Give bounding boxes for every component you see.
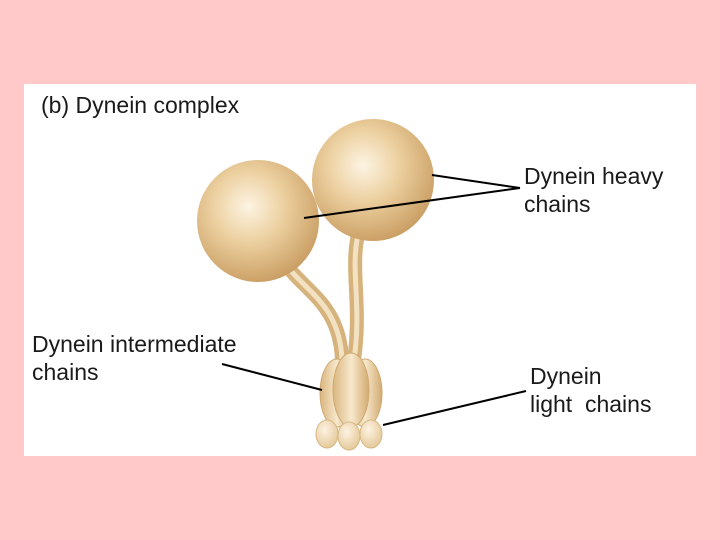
- light-chains: [315, 419, 383, 451]
- heavy-chain-head-back: [312, 119, 434, 241]
- diagram-title: (b) Dynein complex: [41, 92, 240, 118]
- intermediate-chains-body: [319, 352, 383, 428]
- label-light-chains: Dynein light chains: [530, 362, 651, 418]
- label-intermediate-chains: Dynein intermediate chains: [32, 330, 237, 386]
- label-light-chains-line-2: light chains: [530, 391, 652, 417]
- heavy-chain-head-front: [197, 160, 319, 282]
- leader-line-heavy-back: [431, 174, 521, 189]
- label-intermediate-chains-line-2: chains: [32, 359, 99, 385]
- label-intermediate-chains-line-1: Dynein intermediate: [32, 331, 237, 357]
- leader-line-light: [382, 390, 527, 426]
- leader-line-intermediate: [221, 363, 323, 391]
- label-heavy-chains: Dynein heavy chains: [524, 162, 663, 218]
- stalk-right: [347, 228, 365, 367]
- label-heavy-chains-line-2: chains: [524, 191, 591, 217]
- label-light-chains-line-1: Dynein: [530, 363, 602, 389]
- leader-line-heavy-front: [303, 187, 521, 219]
- stalk-left: [285, 265, 349, 367]
- label-heavy-chains-line-1: Dynein heavy: [524, 163, 664, 189]
